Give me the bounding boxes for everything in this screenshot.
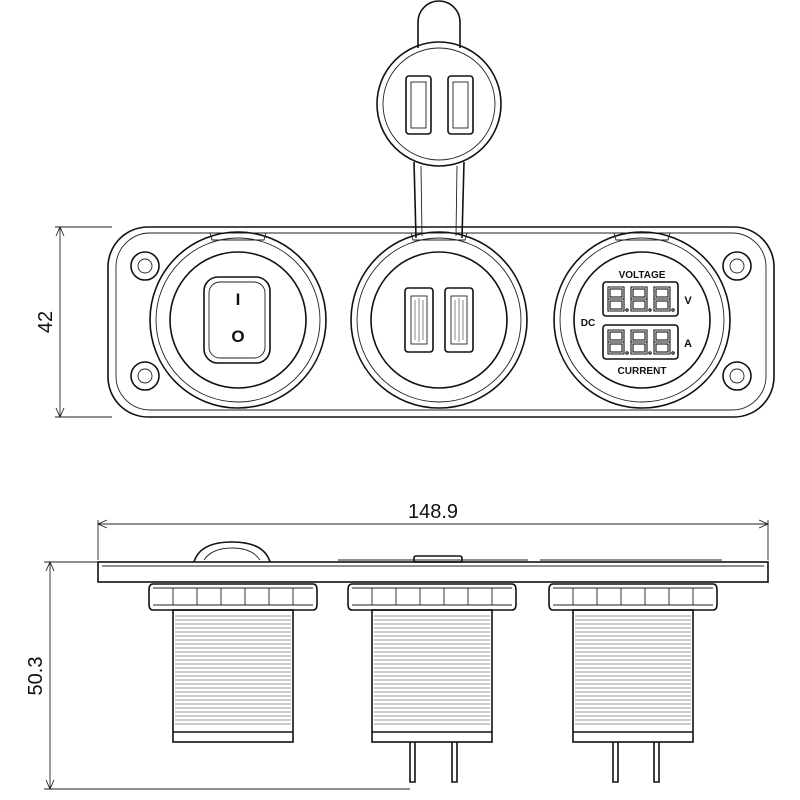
cap-strap bbox=[413, 161, 465, 239]
lcd-digit bbox=[607, 286, 629, 312]
rocker-switch-button bbox=[203, 276, 271, 364]
switch-on-mark: I bbox=[236, 290, 241, 309]
terminal-pins bbox=[409, 742, 660, 783]
usb-port-icon bbox=[447, 75, 474, 135]
mounting-hole bbox=[130, 361, 160, 391]
current-digits bbox=[607, 329, 675, 355]
panel-inner-outline bbox=[115, 232, 767, 411]
voltage-digits bbox=[607, 286, 675, 312]
voltmeter-socket: VOLTAGE CURRENT DC V A bbox=[553, 231, 731, 409]
side-sockets bbox=[148, 583, 718, 743]
lcd-digit bbox=[653, 286, 675, 312]
mounting-hole bbox=[722, 251, 752, 281]
current-label: CURRENT bbox=[618, 366, 667, 377]
voltage-display bbox=[602, 281, 679, 317]
current-display bbox=[602, 324, 679, 360]
rocker-switch-socket: I O bbox=[149, 231, 327, 409]
width-side-label: 148.9 bbox=[408, 501, 458, 523]
usb-port-icon bbox=[405, 75, 432, 135]
current-unit: A bbox=[684, 338, 692, 350]
switch-off-mark: O bbox=[231, 327, 244, 346]
rocker-dome bbox=[193, 541, 271, 563]
mounting-holes bbox=[130, 251, 752, 391]
panel-outline bbox=[107, 226, 775, 418]
dc-label: DC bbox=[581, 318, 595, 329]
usb-cap-edge bbox=[413, 555, 463, 563]
dual-usb-socket bbox=[350, 231, 528, 409]
socket-body-side bbox=[548, 583, 718, 743]
height-dimension-side: 50.3 bbox=[25, 560, 410, 791]
width-dimension-side: 148.9 bbox=[96, 501, 770, 560]
voltage-unit: V bbox=[684, 295, 692, 307]
mounting-hole bbox=[130, 251, 160, 281]
mounting-hole bbox=[722, 361, 752, 391]
voltage-label: VOLTAGE bbox=[619, 270, 666, 281]
lcd-digit bbox=[630, 329, 652, 355]
cap-body bbox=[376, 41, 502, 167]
socket-body-side bbox=[148, 583, 318, 743]
usb-port-icon bbox=[404, 287, 434, 353]
height-dimension-top: 42 bbox=[35, 225, 112, 419]
lcd-digit bbox=[630, 286, 652, 312]
top-view: I O bbox=[35, 0, 775, 419]
side-view: 148.9 50.3 bbox=[25, 501, 770, 791]
panel-side-plate bbox=[97, 561, 769, 583]
height-side-label: 50.3 bbox=[25, 657, 47, 696]
lcd-digit bbox=[607, 329, 629, 355]
height-top-label: 42 bbox=[35, 311, 57, 333]
lcd-digit bbox=[653, 329, 675, 355]
usb-dust-cap bbox=[376, 0, 502, 239]
socket-body-side bbox=[347, 583, 517, 743]
cap-tab bbox=[417, 0, 461, 48]
usb-port-icon bbox=[444, 287, 474, 353]
